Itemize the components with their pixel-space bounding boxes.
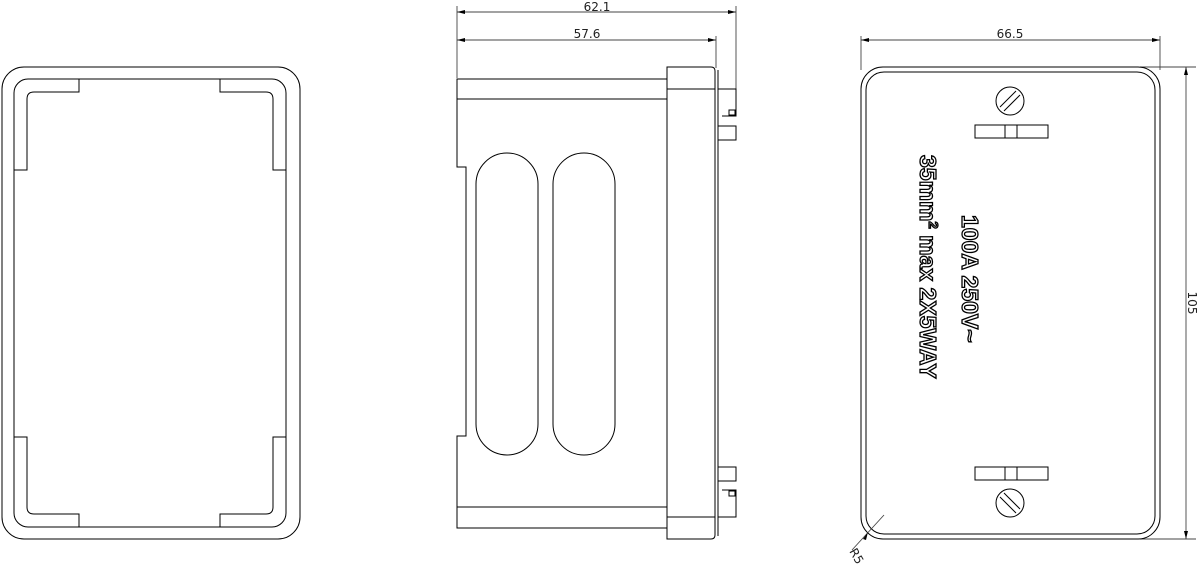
- rating-line-2: 35mm2 max 2X5WAY: [915, 155, 941, 379]
- dim-text-57-6: 57.6: [574, 27, 601, 41]
- back-view: [1, 66, 301, 540]
- dimension-105: 105: [1140, 66, 1199, 540]
- dim-text-66-5: 66.5: [997, 27, 1024, 41]
- dim-text-62-1: 62.1: [584, 0, 611, 14]
- screw-top-icon: [995, 86, 1025, 116]
- dimension-66-5: 66.5: [860, 27, 1161, 70]
- side-view: 62.1 57.6: [456, 0, 737, 540]
- rating-line-1: 100A 250V~: [957, 215, 983, 343]
- dimension-57-6: 57.6: [457, 27, 717, 68]
- dim-text-105: 105: [1185, 292, 1199, 315]
- front-view: 66.5 105 R5: [846, 27, 1199, 566]
- screw-bottom-icon: [995, 488, 1025, 518]
- rating-label: 100A 250V~ 35mm2 max 2X5WAY: [914, 154, 983, 379]
- dim-text-r5: R5: [846, 546, 866, 566]
- slot-bottom: [974, 466, 1049, 481]
- radius-annotation: R5: [846, 514, 885, 566]
- dimension-62-1: 62.1: [456, 0, 737, 90]
- slot-top: [974, 124, 1049, 139]
